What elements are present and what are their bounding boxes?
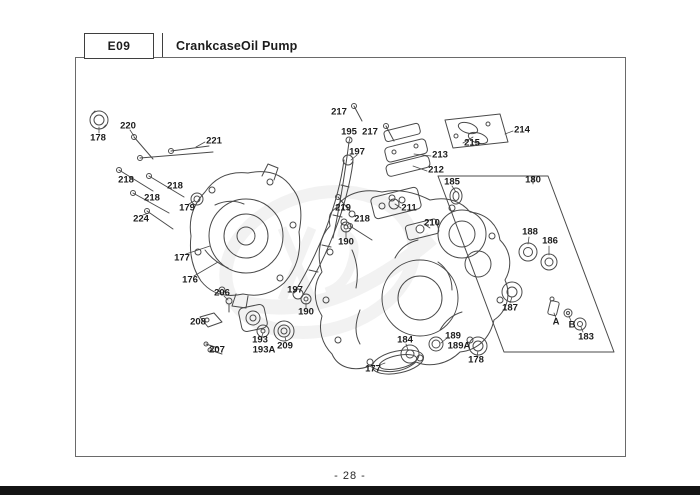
leader-lines (98, 126, 584, 367)
watermark (219, 184, 437, 340)
header-divider (162, 33, 163, 57)
top-cover-plates (370, 122, 440, 241)
right-crankcase-half (314, 190, 511, 372)
page-number: - 28 - (334, 470, 366, 482)
page-title: CrankcaseOil Pump (176, 39, 298, 53)
bearing-box-180 (437, 175, 615, 353)
gasket-177-bottom (371, 349, 425, 375)
page-code: E09 (107, 39, 131, 53)
page-code-box: E09 (84, 33, 154, 59)
oil-pump-assembly (199, 297, 295, 355)
diagram-border (75, 57, 626, 457)
bottom-bar (0, 486, 700, 495)
cam-chain-and-rod (292, 136, 354, 300)
fasteners (116, 103, 395, 241)
left-crankcase-half (189, 163, 302, 309)
detail-box-215 (444, 113, 509, 149)
